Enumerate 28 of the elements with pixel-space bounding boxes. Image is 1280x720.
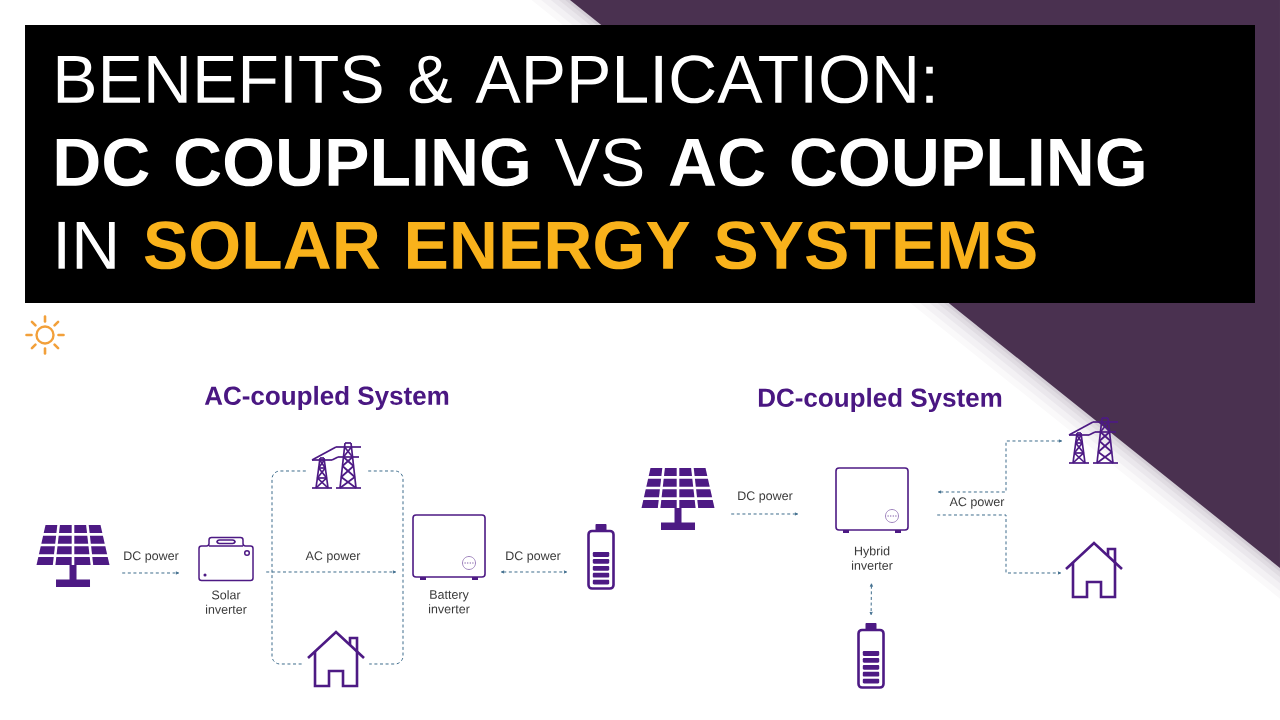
house-icon: [1065, 541, 1123, 599]
solar-panel-icon: [36, 525, 110, 587]
edge-label: AC power: [948, 495, 1006, 511]
solar-panel-icon: [641, 468, 715, 530]
arrow: [936, 514, 1062, 575]
title-banner: BENEFITS & APPLICATION: DC COUPLING VS AC COUPLING IN SOLAR ENERGY SYSTEMS: [25, 25, 1255, 303]
house-icon: [307, 630, 365, 688]
section-heading: AC-coupled System: [204, 385, 449, 411]
arrow: [121, 571, 180, 575]
node-label: Battery inverter: [429, 590, 470, 614]
arrow: [265, 570, 397, 574]
double-arrow: [937, 439, 1063, 494]
edge-label: DC power: [121, 549, 181, 565]
section-heading: DC-coupled System: [758, 387, 1002, 413]
connector-line: [271, 470, 307, 665]
double-arrow: [500, 570, 568, 574]
battery-icon: [857, 623, 885, 689]
battery-icon: [587, 524, 615, 590]
double-arrow: [869, 583, 873, 616]
edge-label: DC power: [735, 489, 795, 505]
node-label: Hybrid inverter: [852, 546, 893, 570]
power-tower-icon: [311, 442, 362, 489]
node-label: Solar inverter: [206, 590, 247, 614]
edge-label: DC power: [503, 549, 563, 565]
arrow: [730, 512, 799, 516]
connector-line: [367, 470, 404, 665]
edge-label: AC power: [304, 549, 362, 565]
power-tower-icon: [1068, 417, 1119, 464]
